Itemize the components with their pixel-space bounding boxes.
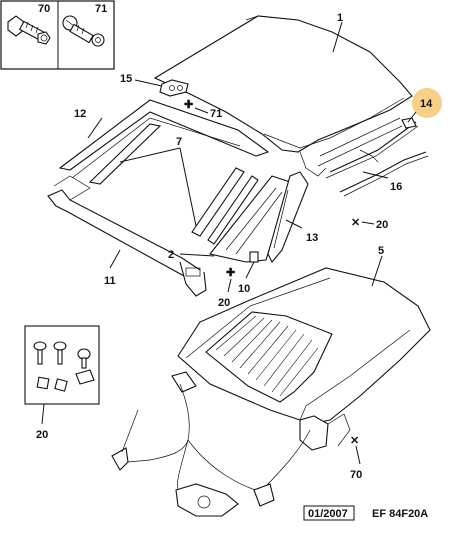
bolt-icon [33, 341, 47, 365]
seal-strip-14 [325, 117, 419, 179]
roof-panel [153, 15, 413, 177]
callout-70: 70 [38, 3, 50, 15]
footer-date: 01/2007 [308, 508, 348, 520]
pillar-seal-13 [267, 171, 309, 263]
callout-13: 13 [306, 232, 318, 244]
callout-11: 11 [104, 275, 116, 287]
highlight-marker [412, 88, 442, 118]
footer-code: EF 84F20A [372, 508, 428, 520]
strip-16 [339, 149, 429, 197]
windscreen-frame [47, 99, 270, 297]
callout-10: 10 [238, 283, 250, 295]
callout-15: 15 [120, 73, 132, 85]
fixing-point-icon: ✚ [184, 99, 193, 111]
footer: 01/2007 EF 84F20A [303, 505, 428, 521]
callout-14: 14 [420, 98, 433, 110]
clip-15 [159, 79, 189, 97]
bolt-icon [77, 348, 91, 369]
callout-16: 16 [390, 181, 402, 193]
fixing-point-icon: ✚ [226, 267, 235, 279]
callout-7: 7 [176, 136, 182, 148]
bolt-70-icon [7, 15, 51, 45]
clip-10 [249, 251, 259, 263]
bolt-kit-20 [24, 325, 100, 405]
soft-top-5 [171, 267, 431, 451]
callout-71b: 71 [210, 108, 222, 120]
screw-71-icon [62, 15, 105, 47]
callout-71: 71 [95, 3, 107, 15]
callout-20b: 20 [218, 297, 230, 309]
callout-1: 1 [337, 12, 343, 24]
callout-5: 5 [378, 245, 384, 257]
fixing-point-icon: ✕ [351, 217, 360, 229]
bolt-icon [53, 341, 67, 365]
seal-pieces-7 [88, 123, 259, 245]
fixing-point-icon: ✕ [350, 435, 359, 447]
hardware-inset: 70 71 [0, 0, 115, 70]
callout-12: 12 [74, 108, 86, 120]
callout-20c: 20 [36, 429, 48, 441]
drive-cables [111, 383, 311, 517]
callout-20: 20 [376, 219, 388, 231]
callout-2: 2 [168, 249, 174, 261]
callout-70b: 70 [350, 469, 362, 481]
